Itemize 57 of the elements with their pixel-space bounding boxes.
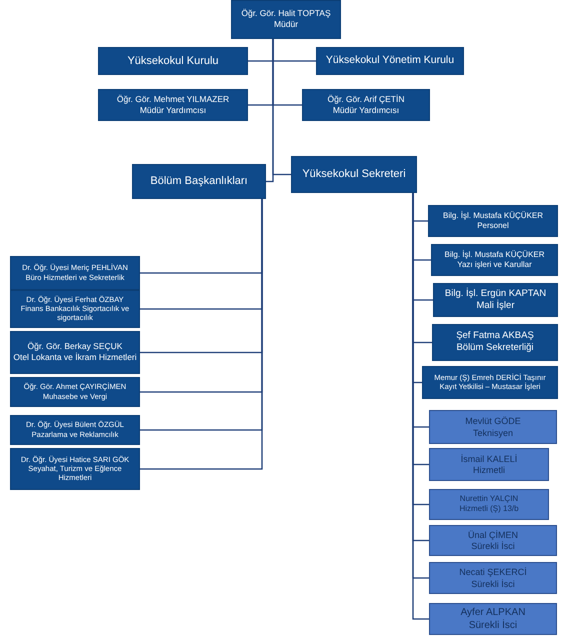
org-box	[231, 0, 341, 39]
role-text: Sürekli İsci	[471, 578, 515, 589]
staff-box	[429, 448, 549, 481]
org-box	[10, 331, 140, 374]
role-text: Müdür Yardımcısı	[332, 106, 400, 116]
org-box	[431, 244, 558, 276]
name-text: Bilg. İşl. Ergün KAPTAN	[444, 288, 546, 300]
name-text: Öğr. Gör. Mehmet YILMAZER	[116, 94, 230, 104]
name-text: Öğr. Gör. Berkay SEÇUK	[28, 342, 122, 352]
org-box	[98, 89, 248, 121]
name-text: Şef Fatma AKBAŞ	[456, 331, 534, 342]
name-text: Bilg. İşl. Mustafa KÜÇÜKER	[444, 250, 545, 260]
staff-box	[429, 525, 557, 556]
role-text: Sürekli İsci	[468, 620, 518, 631]
org-box	[422, 366, 558, 399]
org-box	[302, 89, 430, 121]
name-text: Bölüm Başkanlıkları	[150, 175, 248, 188]
role-text: Müdür	[274, 20, 298, 30]
org-box	[432, 324, 558, 361]
org-box	[10, 415, 140, 445]
role-text: Mali İşler	[476, 300, 514, 312]
staff-box	[429, 603, 557, 635]
role-text: Yazı işleri ve Karullar	[457, 260, 532, 270]
org-box	[428, 205, 558, 237]
name-text: Yüksekokul Yönetim Kurulu	[326, 55, 454, 67]
org-box	[98, 47, 248, 75]
name-text: Mevlüt GÖDE	[465, 416, 521, 426]
org-box	[10, 377, 140, 407]
name-text: Nurettin YALÇIN	[460, 495, 518, 504]
staff-box	[429, 410, 557, 444]
org-box	[132, 164, 266, 199]
name-text: Ünal ÇİMEN	[468, 530, 518, 540]
name-text: Ayfer ALPKAN	[460, 607, 526, 618]
connector-line	[272, 39, 291, 176]
role-text: Müdür Yardımcısı	[140, 106, 206, 116]
name-text: İsmail KALELİ	[460, 454, 518, 464]
role-text: Personel	[477, 222, 509, 230]
role-text: Teknisyen	[472, 428, 514, 438]
name-text: Yüksekokul Sekreteri	[302, 168, 406, 181]
org-box	[291, 156, 417, 193]
org-box	[10, 448, 140, 490]
role-text: Hizmetli (Ş) 13/b	[459, 505, 519, 514]
name-text: Necati ŞEKERCİ	[459, 567, 527, 578]
name-text: Bilg. İşl. Mustafa KÜÇÜKER	[442, 212, 544, 220]
role-text: Bölüm Sekreterliği	[456, 343, 534, 354]
name-text: Yüksekokul Kurulu	[127, 54, 219, 68]
role-text: Otel Lokanta ve İkram Hizmetleri	[13, 353, 137, 363]
staff-box	[429, 489, 549, 520]
name-text: Öğr. Gör. Arif ÇETİN	[328, 94, 404, 104]
role-text: Hizmetli	[472, 465, 505, 476]
org-box	[10, 290, 140, 328]
name-text: Öğr. Gör. Halit TOPTAŞ	[241, 9, 331, 19]
org-box	[316, 47, 464, 75]
role-text: Sürekli İsci	[471, 541, 515, 552]
staff-box	[429, 562, 557, 594]
org-box	[10, 256, 140, 290]
org-box	[433, 283, 558, 317]
